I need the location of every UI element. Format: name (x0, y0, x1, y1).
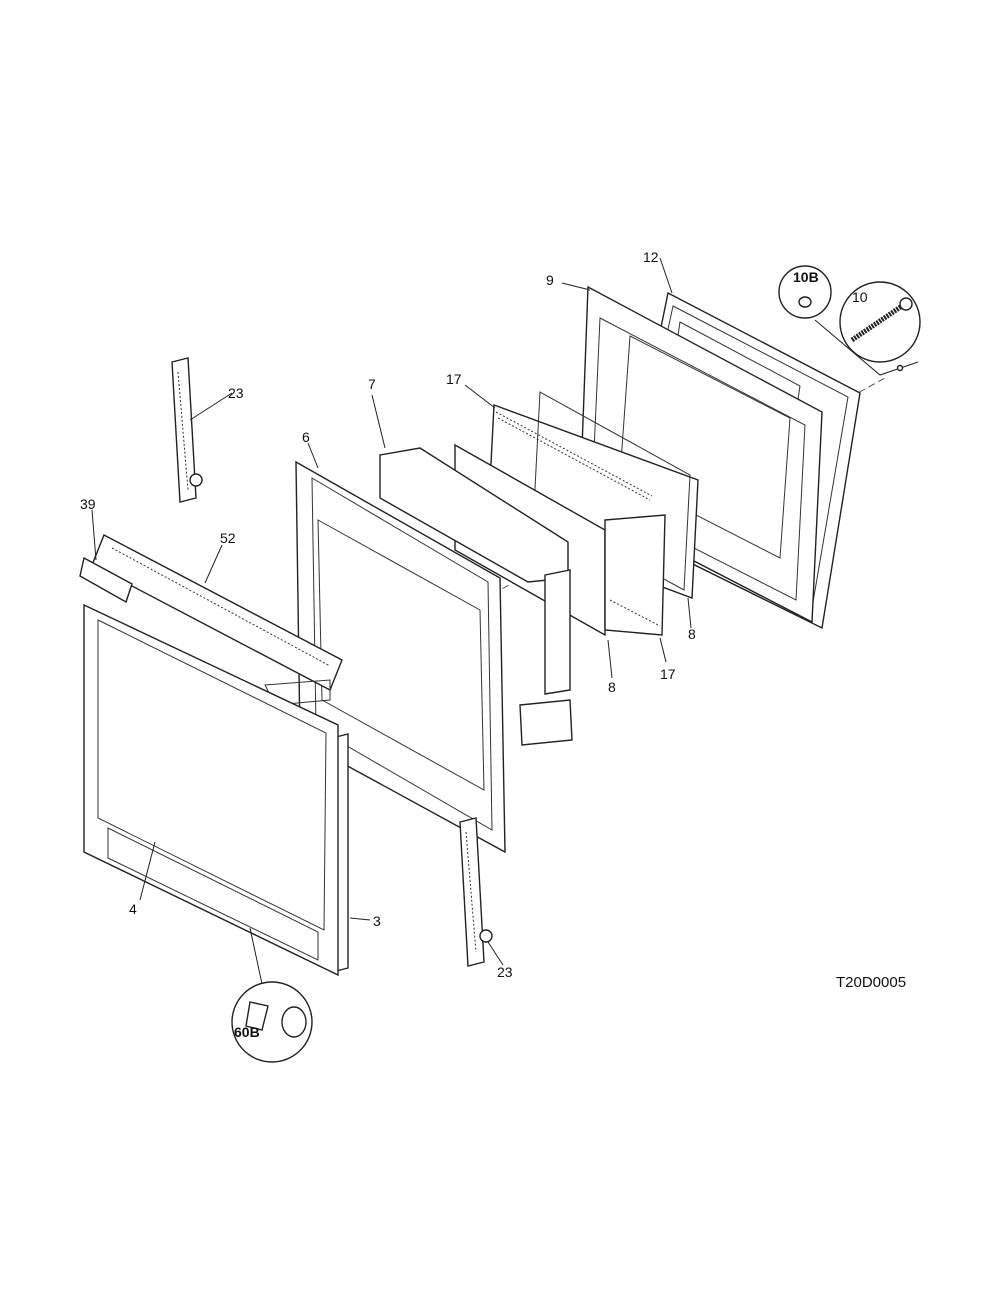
label-part-23-upper: 23 (228, 385, 244, 401)
label-part-12: 12 (643, 249, 659, 265)
label-part-8-left: 8 (608, 679, 616, 695)
label-part-23-lower: 23 (497, 964, 513, 980)
label-part-10b: 10B (793, 269, 819, 285)
label-part-17-front: 17 (660, 666, 676, 682)
part-60b-screw-callout (231, 927, 313, 1063)
label-part-52: 52 (220, 530, 236, 546)
part-23-hinge-upper (171, 357, 203, 503)
label-part-9: 9 (546, 272, 554, 288)
label-part-17-rear: 17 (446, 371, 462, 387)
label-part-3: 3 (373, 913, 381, 929)
part-23-hinge-lower (459, 817, 493, 967)
part-10b-washer-callout (778, 265, 832, 319)
label-part-7: 7 (368, 376, 376, 392)
label-part-6: 6 (302, 429, 310, 445)
diagram-code: T20D0005 (836, 974, 906, 991)
part-10-screw-callout (814, 281, 921, 376)
label-part-8-right: 8 (688, 626, 696, 642)
label-part-39: 39 (80, 496, 96, 512)
part-9-rear-frame (579, 285, 823, 624)
leader-lines (91, 257, 692, 966)
part-4-outer-door-panel (83, 603, 339, 977)
label-part-60b: 60B (234, 1024, 260, 1040)
label-part-10: 10 (852, 289, 868, 305)
part-17-front-glass-retainer (604, 514, 666, 636)
label-part-4: 4 (129, 901, 137, 917)
